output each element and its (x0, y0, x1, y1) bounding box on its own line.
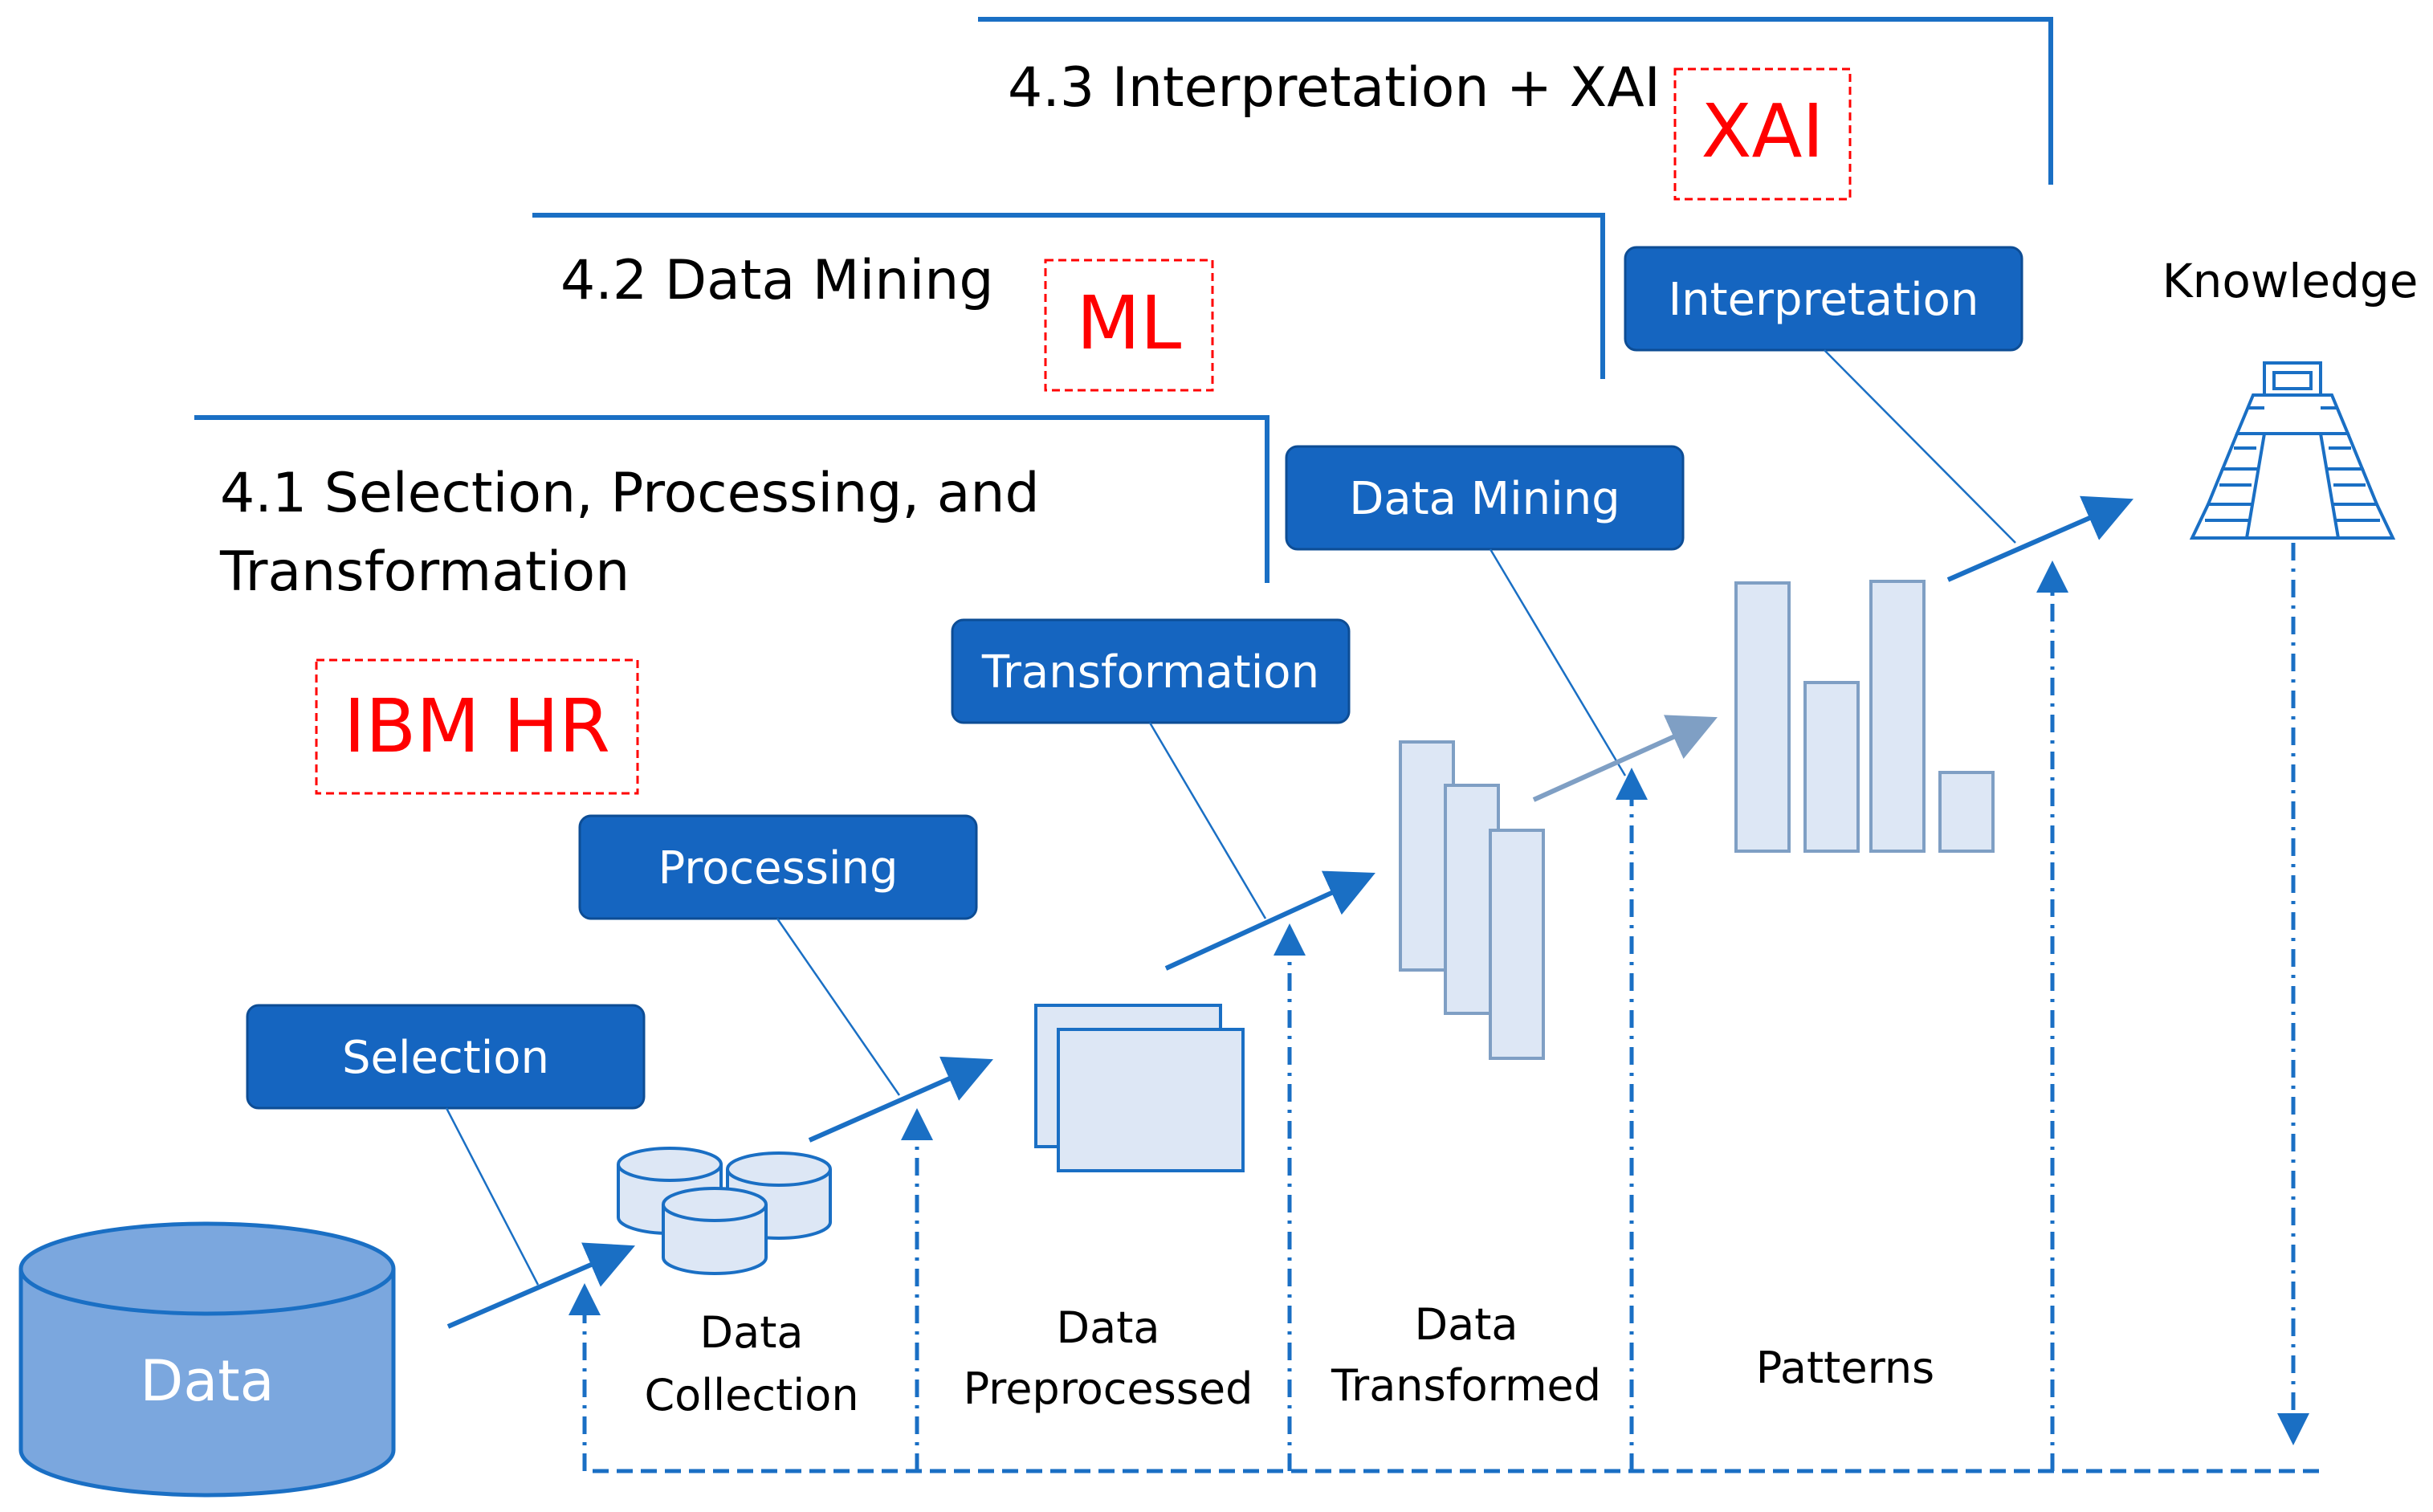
process-arrows (446, 495, 2133, 1329)
section-title-4-1-line2: Transformation (219, 540, 630, 604)
database-stack-icon (617, 1147, 832, 1275)
patterns-label: Patterns (1756, 1343, 1934, 1393)
knowledge-label: Knowledge (2162, 254, 2419, 308)
step-interpretation: Interpretation (1624, 246, 2023, 352)
collection-label-2: Collection (644, 1370, 858, 1420)
data-cylinder-icon: Data (18, 1221, 396, 1498)
section-bracket-4-3 (978, 17, 2053, 185)
section-title-4-3: 4.3 Interpretation + XAI (1008, 56, 1661, 120)
tag-ibm-hr-text: IBM HR (344, 683, 610, 769)
tag-ml-text: ML (1077, 280, 1182, 366)
transformed-label-1: Data (1415, 1299, 1518, 1350)
document-stack-icon (1034, 1004, 1245, 1172)
tag-ml: ML (1044, 259, 1214, 392)
section-bracket-4-1 (194, 415, 1269, 583)
leader-lines (445, 349, 2016, 1286)
columns-stack-icon (1399, 740, 1545, 1060)
step-selection-label: Selection (342, 1032, 549, 1084)
step-interpretation-label: Interpretation (1669, 274, 1979, 326)
step-data-mining-label: Data Mining (1349, 473, 1620, 525)
arrow-collection-to-preprocessed (808, 1056, 993, 1143)
feedback-loop (569, 543, 2319, 1473)
step-processing-label: Processing (658, 842, 898, 895)
arrow-preprocessed-to-transformed (1164, 870, 1375, 971)
transformed-label-2: Transformed (1331, 1360, 1601, 1411)
arrow-data-to-collection (446, 1242, 636, 1329)
tag-ibm-hr: IBM HR (315, 658, 639, 795)
tag-xai: XAI (1673, 67, 1852, 201)
tag-xai-text: XAI (1701, 88, 1824, 174)
bar-pattern-icon (1734, 580, 1995, 853)
data-label: Data (140, 1348, 274, 1414)
collection-label-1: Data (700, 1307, 804, 1358)
section-bracket-4-2 (532, 213, 1605, 379)
step-transformation: Transformation (951, 618, 1351, 724)
section-title-4-1-line1: 4.1 Selection, Processing, and (220, 462, 1040, 525)
pyramid-icon (2189, 361, 2396, 540)
step-selection: Selection (246, 1004, 646, 1110)
section-title-4-2: 4.2 Data Mining (560, 249, 994, 312)
preprocessed-label-1: Data (1057, 1302, 1160, 1353)
step-processing: Processing (578, 814, 978, 920)
step-data-mining: Data Mining (1285, 445, 1685, 551)
arrow-patterns-to-knowledge (1946, 495, 2133, 582)
arrow-transformed-to-patterns (1532, 715, 1718, 802)
step-transformation-label: Transformation (981, 646, 1319, 699)
preprocessed-label-2: Preprocessed (964, 1363, 1253, 1414)
